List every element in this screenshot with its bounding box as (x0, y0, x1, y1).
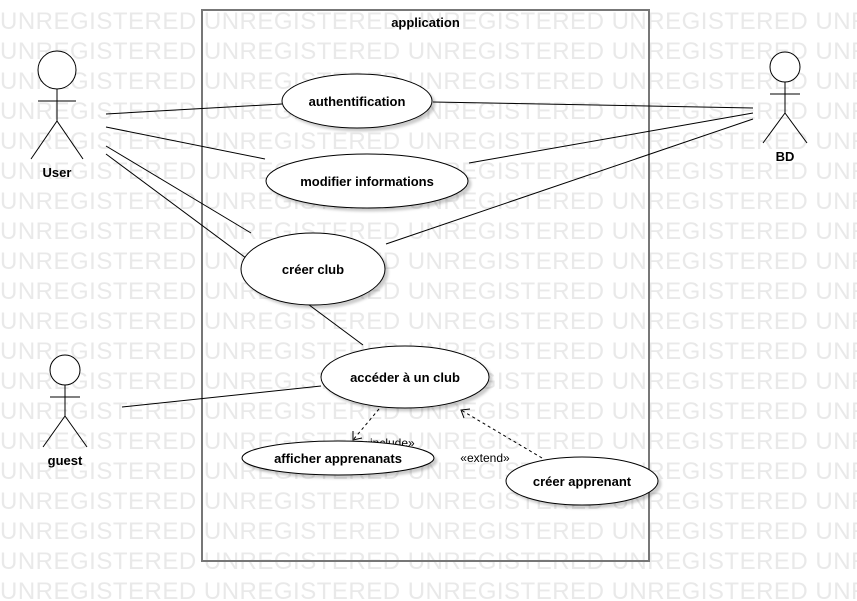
association-user-creer-club[interactable] (105, 145, 252, 234)
use-case-acceder-club-label: accéder à un club (350, 370, 460, 385)
association-user-authentification[interactable] (105, 103, 283, 115)
association-bd-creer-club[interactable] (385, 118, 754, 245)
association-user-modifier-informations[interactable] (105, 126, 266, 160)
use-case-creer-club-label: créer club (282, 262, 344, 277)
association-bd-modifier-informations[interactable] (468, 112, 754, 164)
watermark-row: UNREGISTERED UNREGISTERED UNREGISTERED U… (0, 68, 857, 95)
watermark-row: UNREGISTERED UNREGISTERED UNREGISTERED U… (0, 578, 857, 601)
association-user-acceder-club[interactable] (105, 153, 364, 346)
association-guest-acceder-club[interactable] (121, 385, 322, 408)
include-relation[interactable] (352, 408, 380, 441)
use-case-modifier-informations-label: modifier informations (300, 174, 434, 189)
associations (105, 101, 754, 408)
actor-bd-label: BD (776, 149, 795, 164)
watermark-row: UNREGISTERED UNREGISTERED UNREGISTERED U… (0, 428, 857, 455)
extend-relation[interactable] (460, 408, 543, 459)
system-boundary[interactable] (201, 9, 650, 562)
watermark-row: UNREGISTERED UNREGISTERED UNREGISTERED U… (0, 278, 857, 305)
watermark-row: UNREGISTERED UNREGISTERED UNREGISTERED U… (0, 8, 857, 35)
use-case-creer-apprenant[interactable]: créer apprenant (505, 456, 659, 506)
use-case-authentification[interactable]: authentification (281, 73, 433, 129)
watermark-row: UNREGISTERED UNREGISTERED UNREGISTERED U… (0, 248, 857, 275)
actor-bd-head (769, 51, 801, 83)
actor-user-head (37, 50, 77, 90)
actor-bd[interactable] (762, 51, 808, 144)
use-case-creer-apprenant-label: créer apprenant (533, 474, 632, 489)
use-case-acceder-club[interactable]: accéder à un club (320, 345, 490, 409)
actor-guest-label: guest (48, 453, 83, 468)
watermark-row: UNREGISTERED UNREGISTERED UNREGISTERED U… (0, 218, 857, 245)
use-case-afficher-apprenants[interactable]: afficher apprenanats (241, 440, 435, 476)
watermark-row: UNREGISTERED UNREGISTERED UNREGISTERED U… (0, 308, 857, 335)
actor-guest-head (49, 354, 81, 386)
use-case-creer-club[interactable]: créer club (240, 232, 386, 306)
actor-user[interactable] (30, 50, 84, 160)
association-bd-authentification[interactable] (432, 101, 754, 109)
use-case-afficher-apprenants-label: afficher apprenanats (274, 451, 402, 466)
watermark-row: UNREGISTERED UNREGISTERED UNREGISTERED U… (0, 128, 857, 155)
system-title: application (391, 15, 460, 30)
use-case-modifier-informations[interactable]: modifier informations (265, 153, 469, 209)
actor-user-label: User (43, 165, 72, 180)
watermark-row: UNREGISTERED UNREGISTERED UNREGISTERED U… (0, 488, 857, 515)
actor-guest[interactable] (42, 354, 88, 448)
watermark-row: UNREGISTERED UNREGISTERED UNREGISTERED U… (0, 38, 857, 65)
extend-stereotype: «extend» (460, 451, 510, 465)
use-case-authentification-label: authentification (309, 94, 406, 109)
watermark-row: UNREGISTERED UNREGISTERED UNREGISTERED U… (0, 518, 857, 545)
